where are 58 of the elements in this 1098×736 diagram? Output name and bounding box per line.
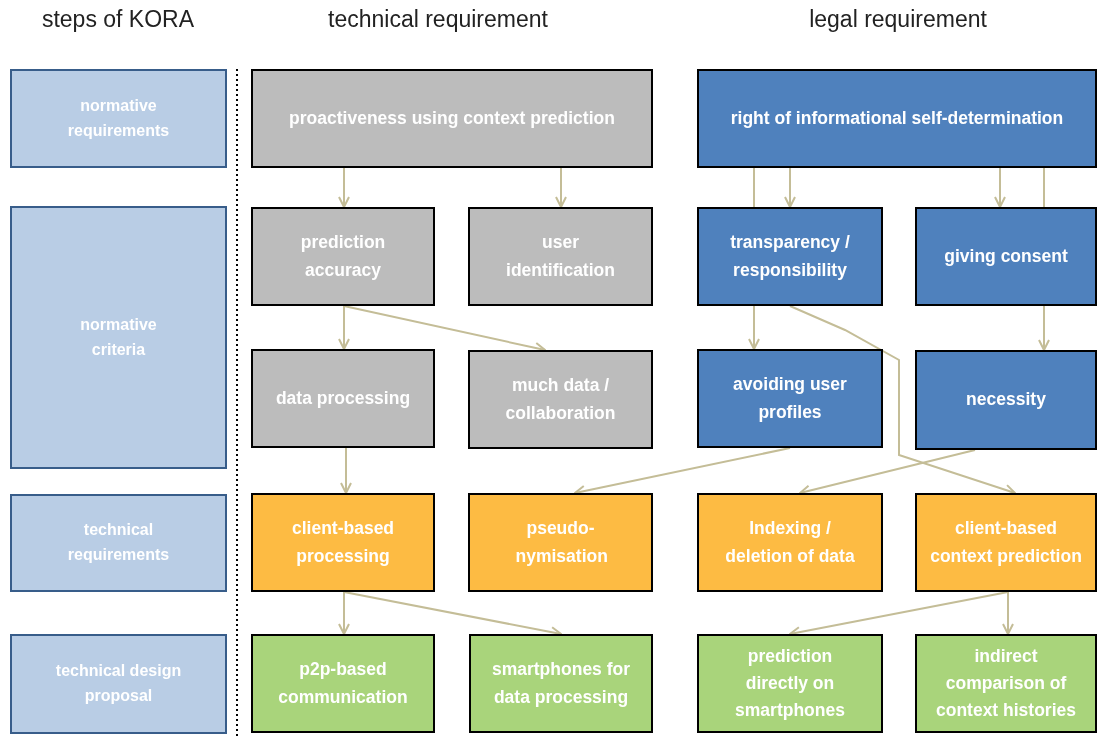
arrow bbox=[338, 167, 350, 208]
arrow bbox=[994, 167, 1006, 208]
box-label: client-based context prediction bbox=[929, 517, 1083, 568]
process-box bbox=[251, 207, 435, 306]
box-label: prediction accuracy bbox=[299, 231, 387, 282]
box-label: giving consent bbox=[944, 244, 1068, 268]
step-box bbox=[10, 494, 227, 592]
arrow bbox=[789, 305, 1016, 496]
box-label: indirect comparison of context histories bbox=[934, 644, 1077, 723]
box-label: avoiding user profiles bbox=[732, 373, 848, 424]
step-box bbox=[10, 206, 227, 469]
arrow bbox=[555, 167, 567, 208]
box-label: p2p-based communication bbox=[277, 658, 409, 709]
process-box bbox=[251, 349, 435, 448]
box-label: normative criteria bbox=[79, 314, 158, 360]
box-label: right of informational self-determination bbox=[730, 106, 1064, 130]
process-box bbox=[915, 493, 1097, 592]
process-box bbox=[251, 69, 653, 168]
box-label: much data / collaboration bbox=[504, 374, 617, 425]
arrow bbox=[1038, 305, 1050, 351]
step-box bbox=[10, 69, 227, 168]
box-label: necessity bbox=[966, 388, 1046, 412]
process-box bbox=[251, 493, 435, 592]
arrow bbox=[784, 167, 796, 208]
box-label: Indexing / deletion of data bbox=[724, 517, 856, 568]
process-box bbox=[469, 634, 653, 733]
box-label: prediction directly on smartphones bbox=[734, 644, 846, 723]
process-box bbox=[697, 493, 883, 592]
process-box bbox=[915, 634, 1097, 733]
arrow bbox=[340, 447, 352, 494]
arrow bbox=[748, 305, 760, 350]
process-box bbox=[251, 634, 435, 733]
box-label: technical requirements bbox=[66, 520, 171, 565]
box-label: client-based processing bbox=[290, 517, 396, 568]
step-box bbox=[10, 634, 227, 734]
process-box bbox=[915, 350, 1097, 450]
box-label: user identification bbox=[505, 231, 616, 282]
box-label: technical design proposal bbox=[54, 661, 183, 706]
box-label: proactiveness using context prediction bbox=[289, 106, 615, 130]
box-label: pseudo- nymisation bbox=[515, 517, 606, 568]
process-box bbox=[915, 207, 1097, 306]
box-label: data processing bbox=[275, 386, 411, 410]
process-box bbox=[468, 493, 653, 592]
column-header: legal requirement bbox=[809, 6, 987, 33]
process-box bbox=[468, 350, 653, 449]
box-label: transparency / responsibility bbox=[729, 231, 851, 282]
process-box bbox=[697, 207, 883, 306]
process-box bbox=[697, 634, 883, 733]
arrow bbox=[338, 591, 350, 635]
arrow bbox=[338, 305, 350, 350]
process-box bbox=[697, 69, 1097, 168]
box-label: smartphones for data processing bbox=[490, 658, 632, 709]
column-header: technical requirement bbox=[328, 6, 548, 33]
process-box bbox=[697, 349, 883, 448]
column-header: steps of KORA bbox=[41, 6, 195, 33]
arrow bbox=[1002, 591, 1014, 635]
box-label: normative requirements bbox=[66, 95, 171, 141]
process-box bbox=[468, 207, 653, 306]
